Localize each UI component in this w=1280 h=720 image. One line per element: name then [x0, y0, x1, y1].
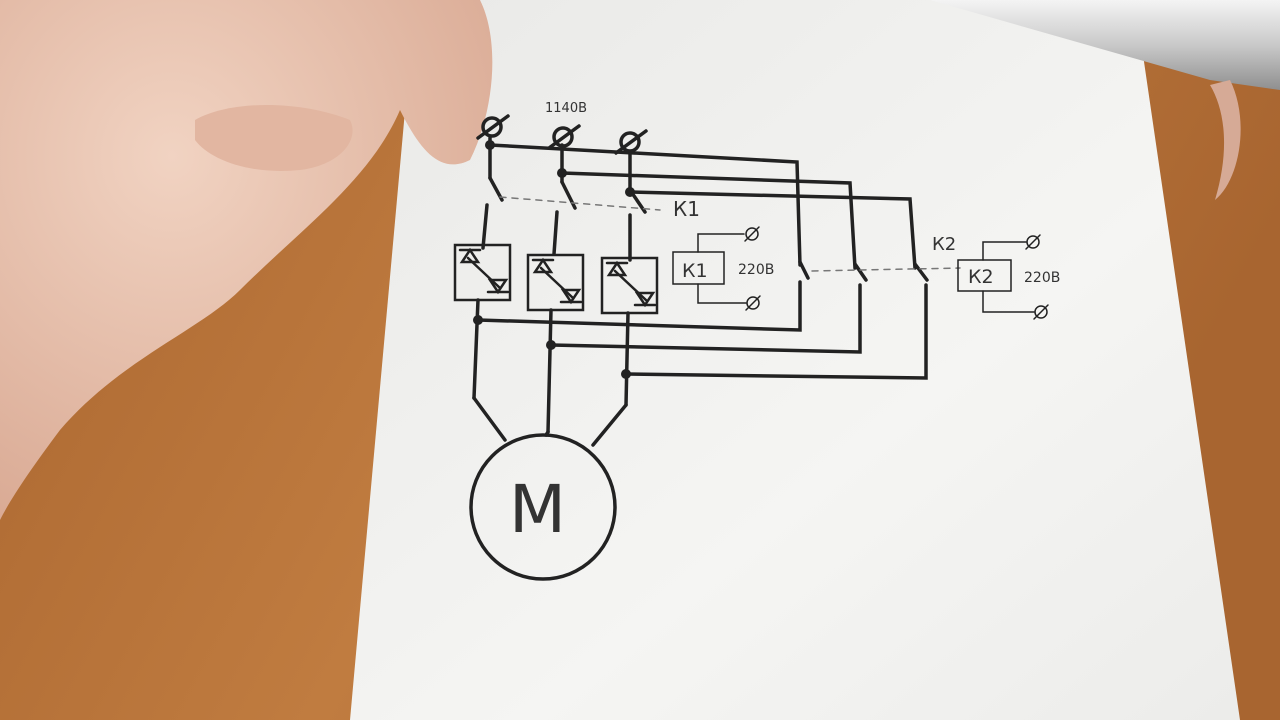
motor: [469, 433, 617, 581]
motor-label: M: [509, 471, 566, 548]
wire-L1-to-K2: [488, 143, 802, 267]
k2-coil-voltage: 220В: [1024, 270, 1060, 286]
wire-motor-U: [472, 396, 507, 442]
coil-k1: [672, 226, 761, 311]
wire-L2-to-K2: [560, 171, 857, 270]
supply-terminals: [476, 114, 648, 155]
supply-voltage-label: 1140В: [545, 101, 587, 116]
k2-contact-label: К2: [932, 234, 956, 255]
thyristor-block-1: [453, 243, 512, 302]
k2-coil-label: К2: [968, 266, 994, 288]
contactor-k2-contacts: [798, 260, 961, 282]
wire-K2-out-3: [624, 283, 928, 380]
hand: [0, 0, 493, 520]
wire-L3-to-K2: [628, 190, 917, 270]
terminal-L1: [481, 116, 503, 138]
thyristor-block-2: [526, 253, 585, 312]
paper-sheet: [350, 0, 1240, 720]
k1-contact-label: К1: [673, 197, 700, 221]
pen: [930, 0, 1280, 200]
coil-k1-terminal-a: [745, 227, 759, 241]
coil-k2-terminal-a: [1026, 235, 1040, 249]
wire-K2-out-1: [476, 280, 802, 332]
circuit-schematic: [453, 114, 1049, 581]
junction-dots: [473, 140, 635, 379]
coil-k1-terminal-b: [746, 296, 760, 310]
wire-motor-W: [591, 403, 628, 447]
k1-coil-voltage: 220В: [738, 262, 774, 278]
coil-k2: [957, 234, 1049, 320]
coil-k2-terminal-b: [1034, 305, 1048, 319]
k1-coil-label: К1: [682, 260, 708, 282]
wire-K2-out-2: [549, 283, 862, 354]
